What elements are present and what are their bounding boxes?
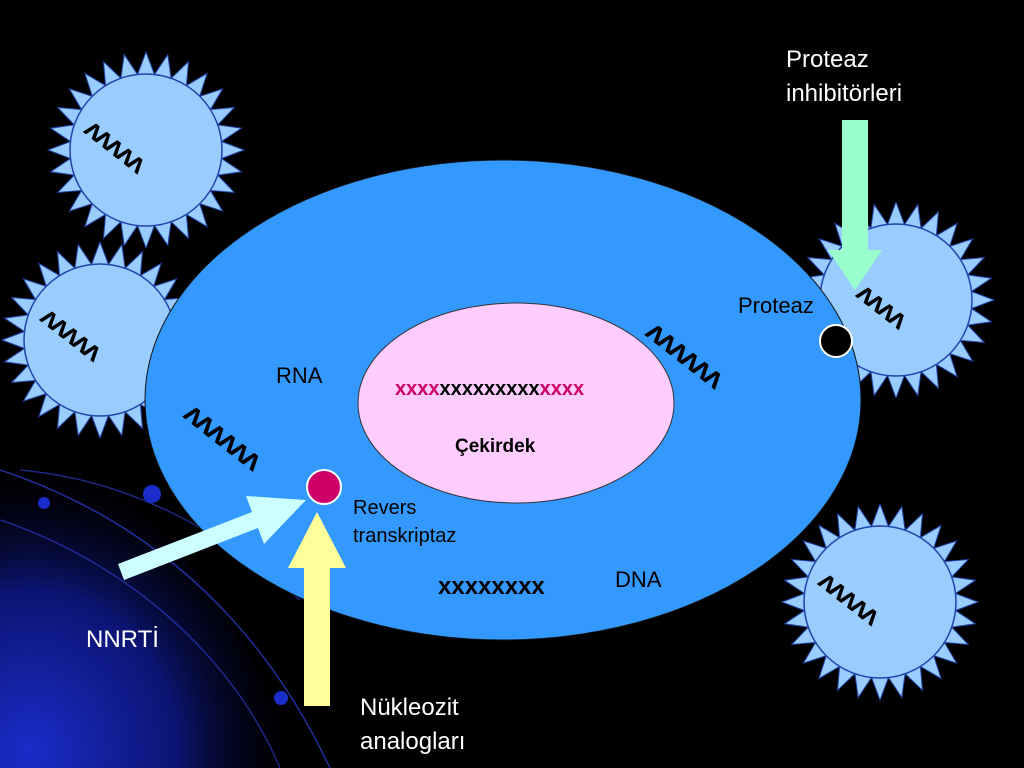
nucleus-sequence: xxxxxxxxxxxxxxxxx [395,378,584,401]
virus-top-left [46,50,246,250]
virus-bottom-right [780,502,980,702]
nucleoside-analogs-label-line1: Nükleozit [360,694,459,721]
protease-dot [819,324,853,358]
protease-inhibitors-label-line1: Proteaz [786,46,869,73]
nucleus-label: Çekirdek [455,436,536,457]
nucleus-sequence-middle: xxxxxxxxx [439,378,540,400]
protease-label: Proteaz [738,293,814,318]
reverse-transcriptase-dot [306,469,342,505]
virus-bottom-right-body [803,525,957,679]
nucleoside-analog-arrow [288,512,346,706]
nucleoside-analogs-label-line2: analogları [360,728,466,755]
nnrti-arrow [118,496,306,580]
virus-top-left-body [69,73,223,227]
protease-inhibitor-arrow [828,120,882,290]
dna-label: DNA [615,567,662,592]
nucleus-sequence-left: xxxx [395,378,440,400]
nucleus-sequence-right: xxxx [539,378,585,400]
protease-inhibitors-label-line2: inhibitörleri [786,80,903,107]
nnrti-label: NNRTİ [86,626,159,653]
rna-label: RNA [276,363,323,388]
reverse-transcriptase-label-line1: Revers [353,497,417,519]
dna-sequence: xxxxxxxx [438,573,545,600]
reverse-transcriptase-label-line2: transkriptaz [353,525,457,547]
nucleus [357,302,675,504]
